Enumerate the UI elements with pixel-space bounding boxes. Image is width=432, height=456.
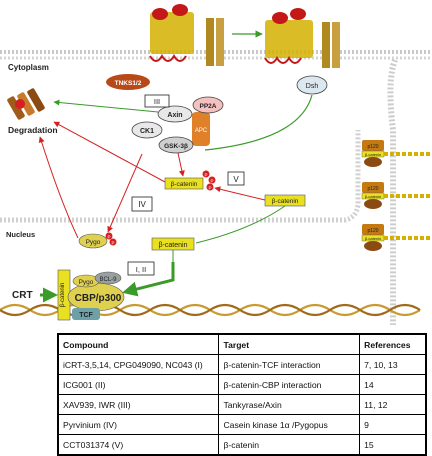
inhibitor-I-II-box: [127, 261, 155, 276]
adherens-junctions: p120 β-catenin p120 β-catenin p120 β-cat…: [361, 140, 432, 251]
cell-target: β-catenin: [218, 434, 361, 456]
phospho-beta-catenin: β-catenin P P P: [164, 170, 216, 191]
cytoplasm-label: Cytoplasm: [8, 63, 49, 72]
header-target: Target: [218, 333, 361, 355]
betacat-to-degradation-arrow: [53, 121, 166, 183]
cell-compound: iCRT-3,5,14, CPG049090, NC043 (I): [57, 354, 220, 375]
proteasome-icon: [7, 88, 45, 120]
svg-text:Pygo: Pygo: [86, 239, 101, 246]
complex-to-degradation-arrow: [53, 99, 159, 113]
svg-text:CBP/p300: CBP/p300: [75, 293, 122, 304]
svg-text:Axin: Axin: [167, 112, 182, 119]
svg-text:Pygo: Pygo: [79, 279, 94, 286]
table-row: ICG001 (II) β-catenin-CBP interaction 14: [57, 374, 427, 395]
wnt-receptor-complex-right: [264, 8, 340, 68]
cell-membrane-right: [387, 58, 398, 325]
svg-text:BCL-9: BCL-9: [99, 277, 117, 283]
svg-text:V: V: [233, 175, 239, 184]
junction-2: p120 β-catenin: [361, 182, 432, 209]
svg-text:β-catenin: β-catenin: [365, 236, 382, 241]
svg-text:P: P: [210, 179, 213, 184]
cell-target: Tankyrase/Axin: [218, 394, 361, 415]
cell-references: 9: [359, 414, 427, 435]
table-row: Pyrvinium (IV) Casein kinase 1α /Pygopus…: [57, 414, 427, 435]
cell-references: 11, 12: [359, 394, 427, 415]
transcription-complex: β-catenin CBP/p300 Pygo BCL-9 TCF: [57, 269, 125, 321]
header-references: References: [359, 333, 427, 355]
table-row: XAV939, IWR (III) Tankyrase/Axin 11, 12: [57, 394, 427, 415]
inhibitor-table: Compound Target References iCRT-3,5,14, …: [57, 333, 427, 456]
degradation-label: Degradation: [8, 125, 58, 135]
cell-target: Casein kinase 1α /Pygopus: [218, 414, 361, 435]
junction-1: p120 β-catenin: [361, 140, 432, 167]
crt-label: CRT: [12, 290, 33, 301]
svg-text:TCF: TCF: [79, 312, 93, 319]
free-beta-catenin: β-catenin: [264, 194, 306, 207]
cell-compound: Pyrvinium (IV): [57, 414, 220, 435]
cell-target: β-catenin-CBP interaction: [218, 374, 361, 395]
cell-compound: CCT031374 (V): [57, 434, 220, 456]
wnt-receptor-complex-left: [149, 4, 224, 66]
table-row: CCT031374 (V) β-catenin 15: [57, 434, 427, 456]
dsh-to-complex-arrow: [204, 94, 313, 151]
svg-text:p120: p120: [367, 144, 378, 150]
cell-compound: XAV939, IWR (III): [57, 394, 220, 415]
svg-text:β-catenin: β-catenin: [159, 242, 188, 249]
svg-text:Dsh: Dsh: [306, 83, 319, 90]
svg-text:P: P: [107, 235, 110, 240]
pygo-node-phospho: Pygo P P: [78, 232, 117, 249]
inhibitor-V-box: [227, 171, 245, 186]
nucleus-label: Nucleus: [6, 230, 35, 239]
svg-text:β-catenin: β-catenin: [171, 181, 198, 188]
table-header-row: Compound Target References: [57, 333, 427, 355]
cell-references: 7, 10, 13: [359, 354, 427, 375]
svg-text:TNKS1/2: TNKS1/2: [115, 80, 142, 87]
svg-text:APC: APC: [195, 128, 208, 134]
svg-text:P: P: [208, 186, 211, 191]
cell-references: 14: [359, 374, 427, 395]
svg-text:III: III: [154, 97, 160, 106]
svg-text:IV: IV: [138, 200, 146, 209]
inhibitor-III-box: [144, 94, 170, 108]
activation-to-crt-arrow: [122, 262, 175, 297]
junction-3: p120 β-catenin: [361, 224, 432, 251]
dsh-node: Dsh: [296, 75, 328, 95]
svg-text:I, II: I, II: [136, 265, 146, 274]
svg-text:p120: p120: [367, 228, 378, 234]
wnt-ligand: [152, 8, 168, 20]
table-row: iCRT-3,5,14, CPG049090, NC043 (I) β-cate…: [57, 354, 427, 375]
svg-text:β-catenin: β-catenin: [60, 283, 66, 308]
svg-text:P: P: [111, 241, 114, 246]
wnt-ligand: [172, 4, 188, 16]
svg-text:p120: p120: [367, 186, 378, 192]
cell-compound: ICG001 (II): [57, 374, 220, 395]
header-compound: Compound: [57, 333, 220, 355]
cell-target: β-catenin-TCF interaction: [218, 354, 361, 375]
nuclear-beta-catenin: β-catenin: [151, 237, 195, 251]
cell-references: 15: [359, 434, 427, 456]
svg-text:PP2A: PP2A: [200, 103, 217, 110]
wnt-ligand: [272, 12, 288, 24]
svg-text:β-catenin: β-catenin: [272, 198, 299, 205]
svg-text:CK1: CK1: [140, 128, 154, 135]
wnt-pathway-diagram: Cytoplasm Dsh Degradation TNKS1/2 APC Ax…: [0, 4, 432, 325]
nuclear-envelope: [0, 130, 361, 223]
svg-text:P: P: [204, 173, 207, 178]
destruction-complex: APC Axin PP2A CK1 GSK-3β: [131, 96, 224, 154]
svg-text:β-catenin: β-catenin: [365, 152, 382, 157]
wnt-ligand: [290, 8, 306, 20]
svg-text:β-catenin: β-catenin: [365, 194, 382, 199]
svg-text:GSK-3β: GSK-3β: [164, 143, 188, 150]
tnks-node: TNKS1/2: [106, 74, 150, 90]
inhibitor-IV-box: [131, 196, 153, 212]
